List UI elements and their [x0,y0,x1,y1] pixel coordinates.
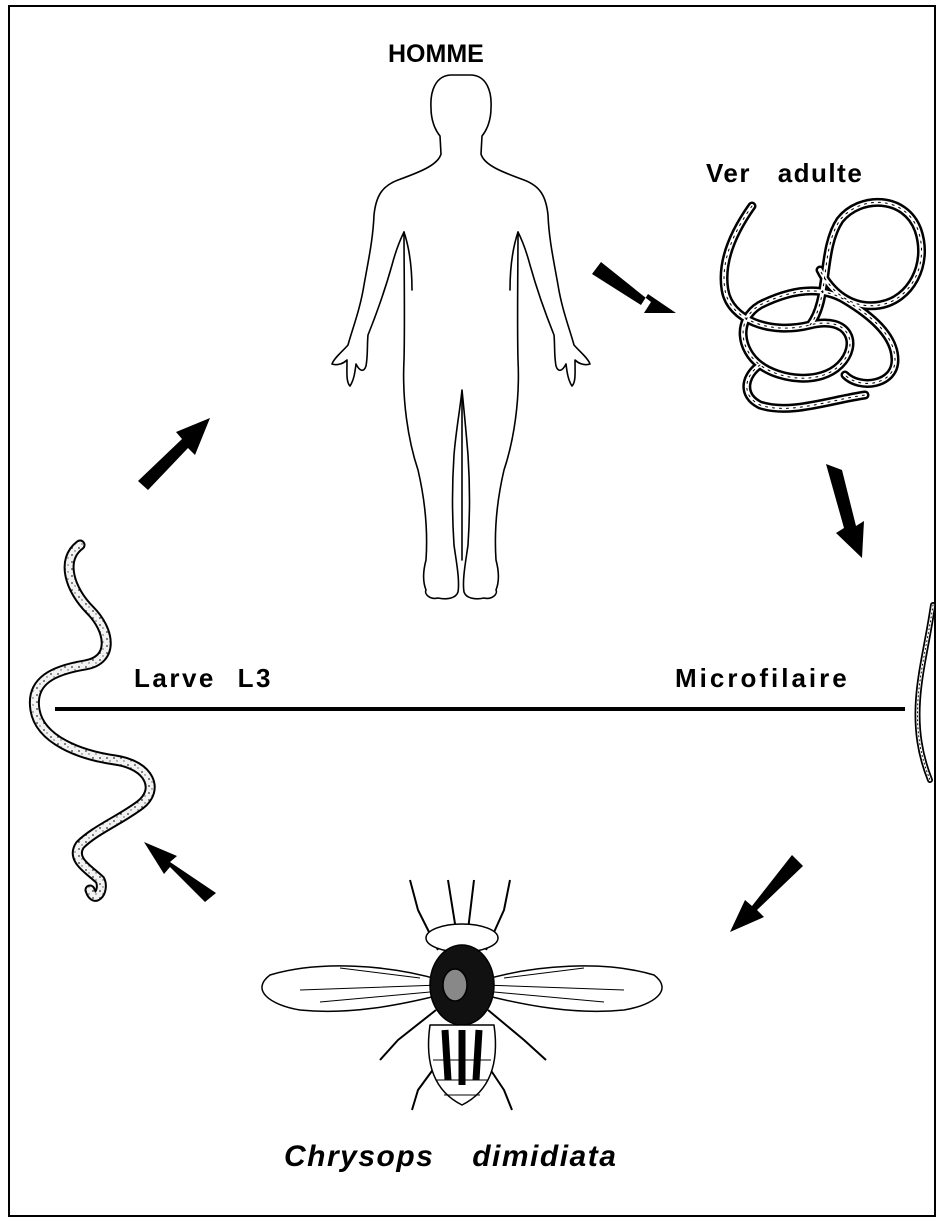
host-label: HOMME [388,40,484,69]
arrow-fly-to-larva [144,842,216,902]
larva-label: Larve L3 [134,663,273,694]
arrow-worm-to-microfilaria [826,464,864,558]
vector-species-label: Chrysops dimidiata [284,1140,617,1174]
microfilaria-label: Microfilaire [675,663,850,694]
chrysops-fly [262,880,662,1110]
larva-l3 [34,545,150,896]
arrow-larva-to-human [138,418,210,490]
arrow-microfilaria-to-fly [730,855,803,932]
human-figure [332,75,590,599]
adult-worm [724,202,922,408]
adult-worm-label: Ver adulte [706,158,863,189]
arrow-human-to-worm [592,262,676,313]
microfilaria [918,605,934,780]
